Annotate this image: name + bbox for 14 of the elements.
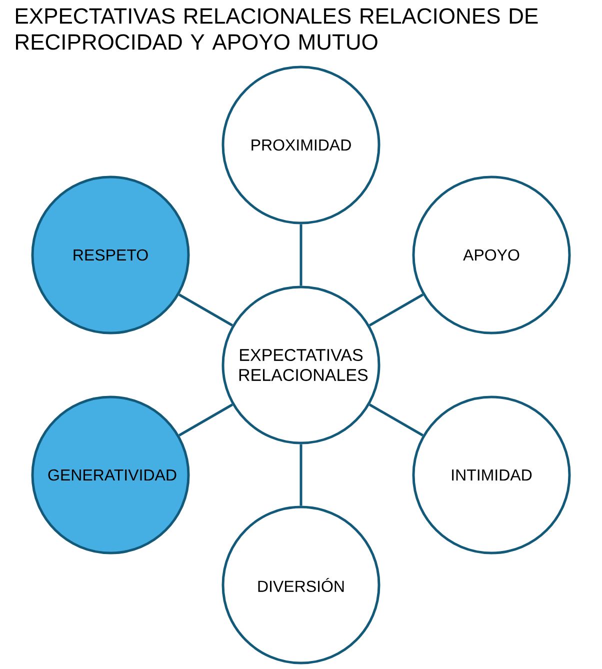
connector-line — [178, 294, 233, 326]
connector-line — [178, 404, 233, 436]
circle-node: GENERATIVIDAD — [31, 396, 190, 554]
connector-line — [300, 444, 302, 506]
connector-line — [369, 404, 424, 436]
circle-node: INTIMIDAD — [412, 396, 571, 554]
circle-node: DIVERSIÓN — [222, 506, 380, 664]
circle-node: EXPECTATIVAS RELACIONALES — [222, 286, 380, 444]
connector-line — [300, 224, 302, 286]
circle-node: RESPETO — [31, 176, 190, 334]
connector-line — [369, 294, 424, 326]
title: EXPECTATIVAS RELACIONALES RELACIONES DE RECIPROCIDAD Y APOYO MUTUO — [16, 8, 538, 50]
circle-node: PROXIMIDAD — [222, 66, 380, 224]
circle-node: APOYO — [412, 176, 571, 334]
